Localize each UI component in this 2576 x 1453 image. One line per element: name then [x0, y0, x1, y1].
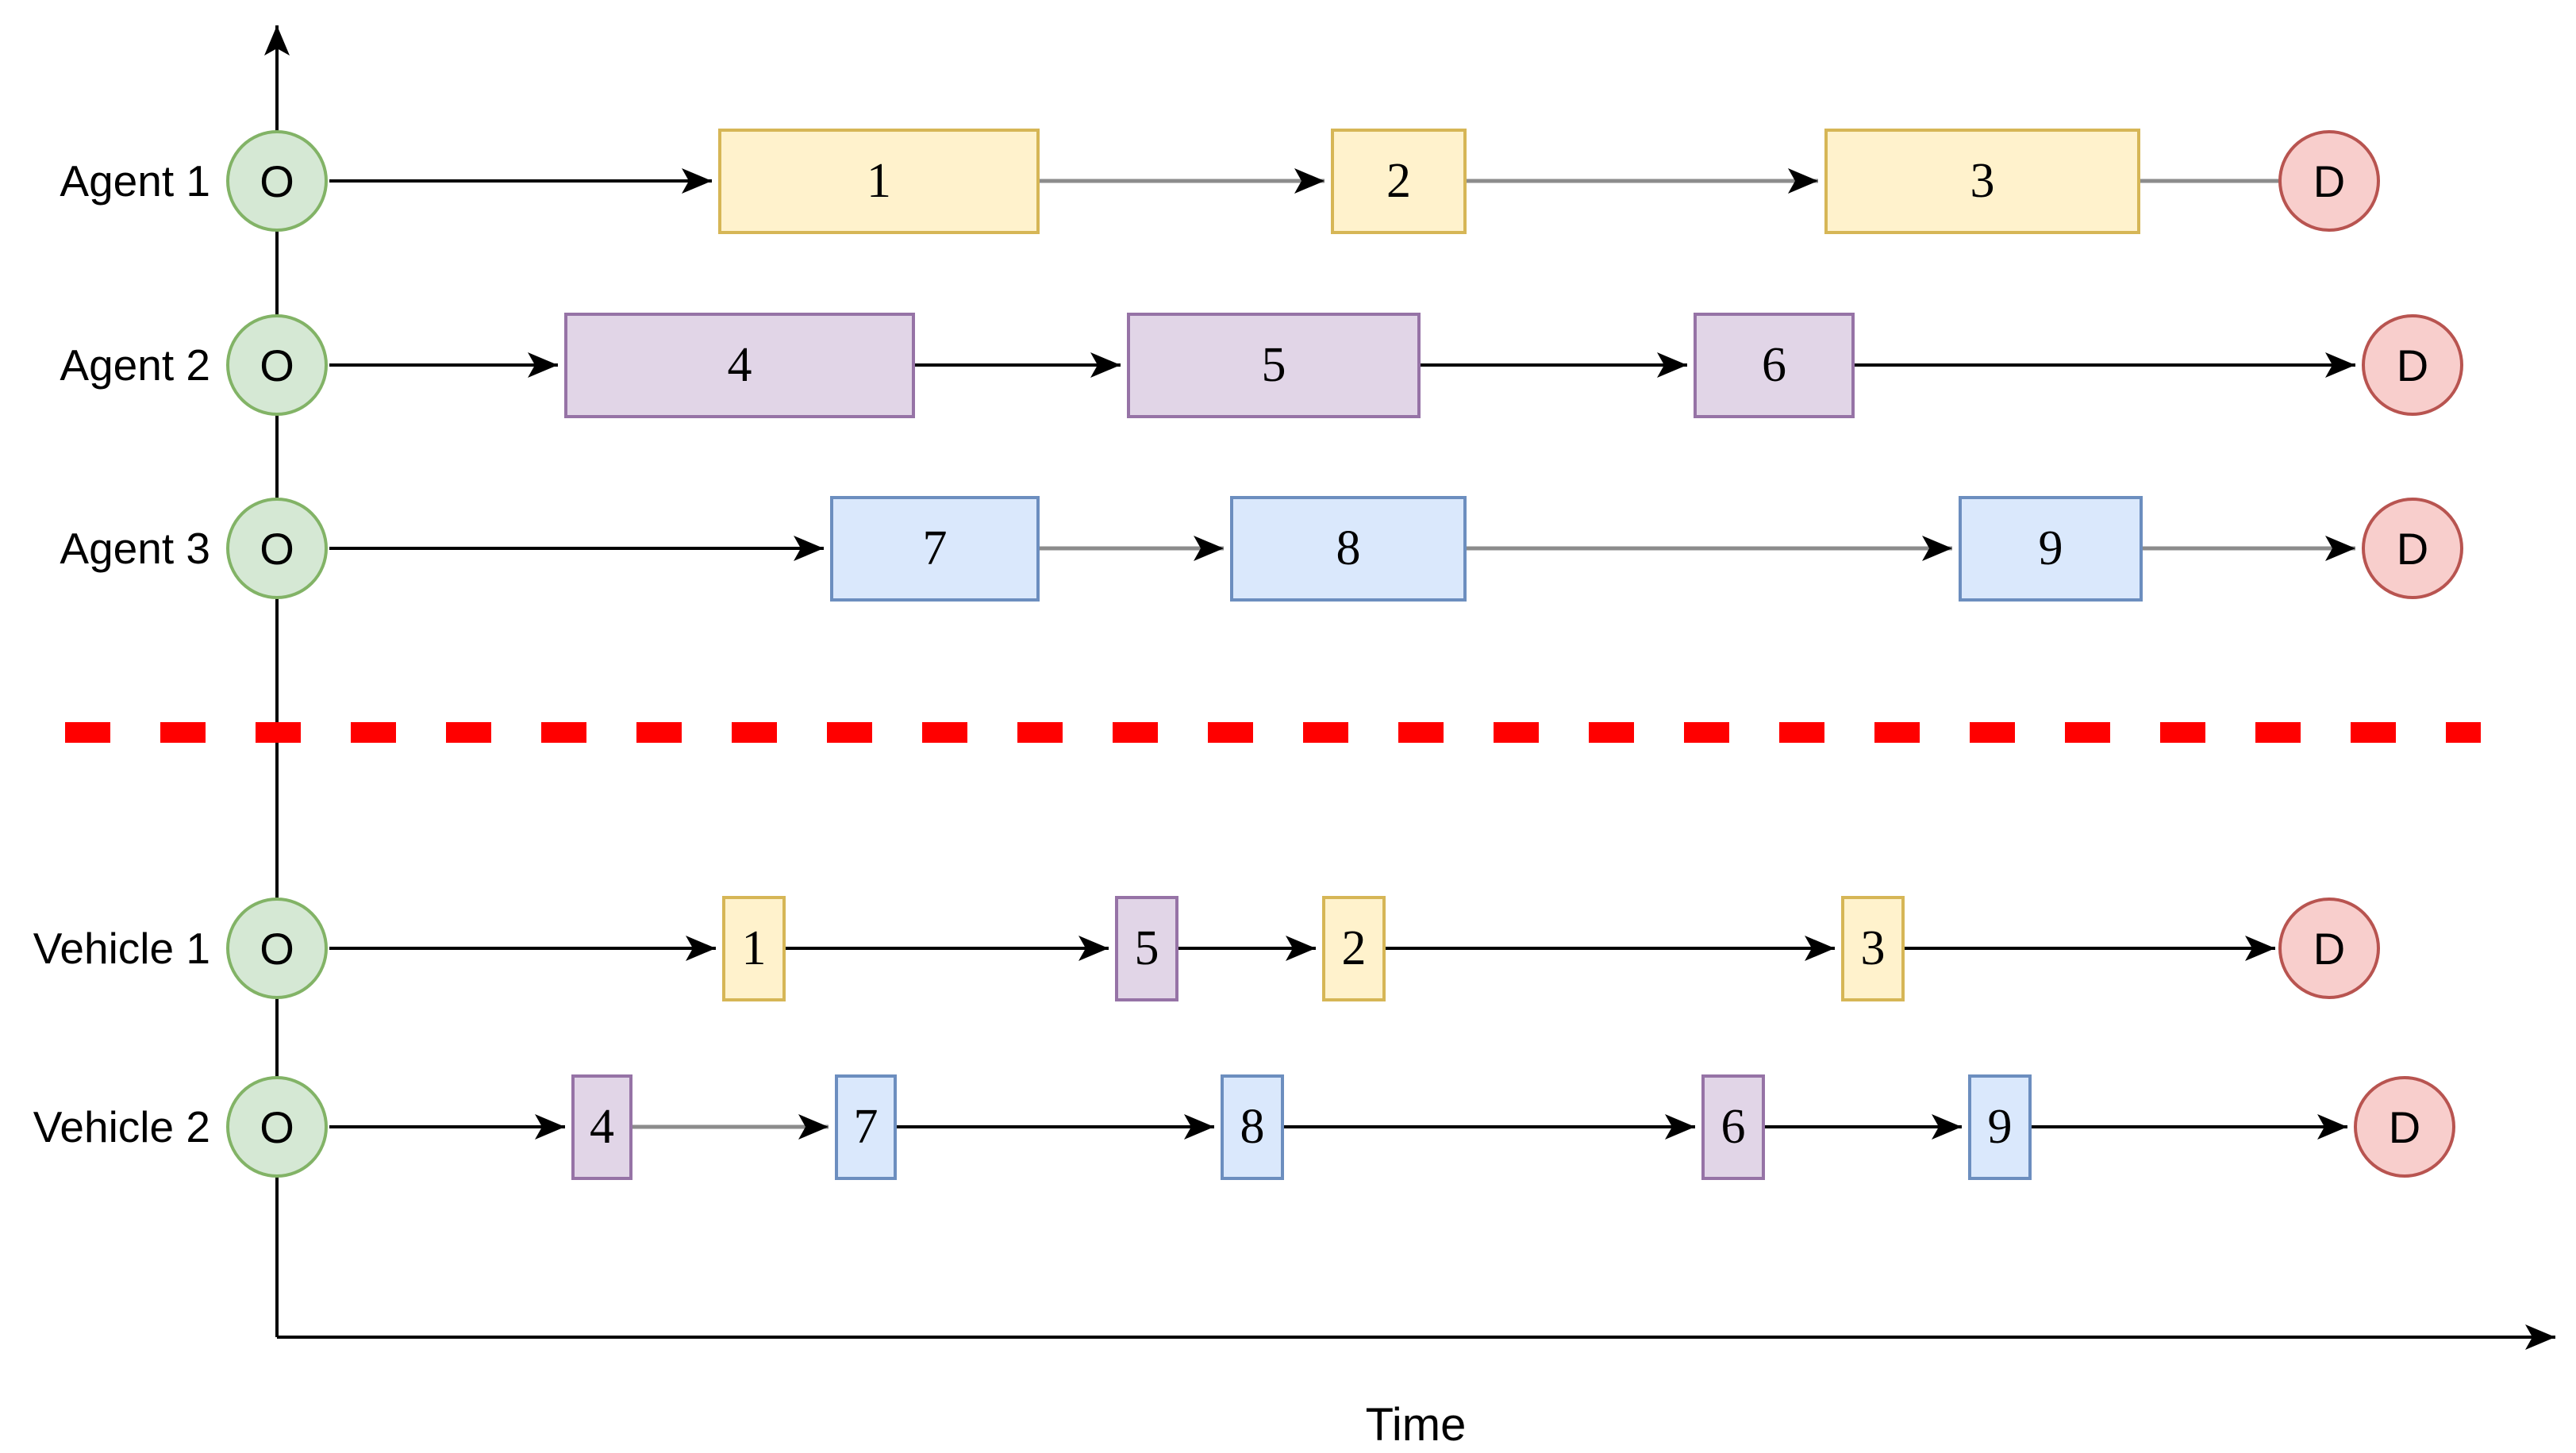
- task-id: 6: [1762, 338, 1786, 392]
- task-id: 2: [1386, 154, 1411, 208]
- task-box: 8: [1230, 496, 1467, 602]
- row-label-agent1: Agent 1: [60, 156, 210, 206]
- task-id: 4: [727, 338, 752, 392]
- x-axis-title: Time: [1365, 1399, 1467, 1451]
- row-label-vehicle1: Vehicle 1: [33, 924, 210, 973]
- origin-node: O: [226, 1076, 328, 1178]
- task-box: 6: [1694, 313, 1855, 418]
- task-box: 4: [564, 313, 915, 418]
- task-id: 9: [1987, 1100, 2013, 1154]
- origin-node: O: [226, 898, 328, 999]
- task-box: 5: [1115, 896, 1178, 1001]
- task-box: 2: [1331, 129, 1467, 234]
- task-id: 3: [1860, 921, 1886, 975]
- row-label-vehicle2: Vehicle 2: [33, 1102, 210, 1151]
- destination-node: D: [2354, 1076, 2455, 1178]
- destination-node: D: [2278, 130, 2380, 232]
- task-id: 9: [2038, 521, 2063, 575]
- task-id: 8: [1240, 1100, 1265, 1154]
- task-box: 7: [830, 496, 1040, 602]
- task-id: 1: [741, 921, 767, 975]
- task-box: 1: [722, 896, 786, 1001]
- task-box: 1: [718, 129, 1040, 234]
- origin-node: O: [226, 314, 328, 416]
- task-id: 8: [1336, 521, 1361, 575]
- task-id: 2: [1341, 921, 1367, 975]
- row-label-agent3: Agent 3: [60, 524, 210, 573]
- destination-node: D: [2362, 498, 2463, 599]
- task-id: 7: [922, 521, 948, 575]
- task-id: 4: [590, 1100, 614, 1154]
- task-box: 6: [1701, 1074, 1765, 1180]
- task-box: 8: [1221, 1074, 1284, 1180]
- task-id: 5: [1261, 338, 1286, 392]
- task-box: 5: [1127, 313, 1421, 418]
- task-id: 1: [867, 154, 891, 208]
- task-box: 9: [1959, 496, 2143, 602]
- destination-node: D: [2362, 314, 2463, 416]
- origin-node: O: [226, 498, 328, 599]
- task-id: 5: [1134, 921, 1159, 975]
- destination-node: D: [2278, 898, 2380, 999]
- origin-node: O: [226, 130, 328, 232]
- task-box: 3: [1841, 896, 1905, 1001]
- task-box: 9: [1968, 1074, 2032, 1180]
- task-id: 6: [1721, 1100, 1746, 1154]
- row-label-agent2: Agent 2: [60, 340, 210, 390]
- task-box: 7: [835, 1074, 897, 1180]
- task-id: 7: [853, 1100, 879, 1154]
- task-box: 4: [571, 1074, 632, 1180]
- task-box: 2: [1322, 896, 1386, 1001]
- task-id: 3: [1970, 154, 1995, 208]
- task-box: 3: [1824, 129, 2140, 234]
